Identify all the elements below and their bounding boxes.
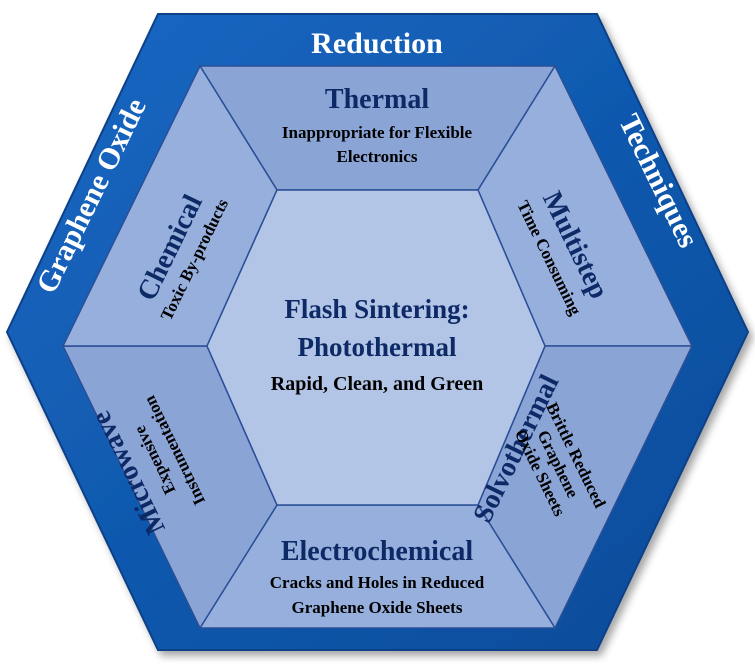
center-title-line1: Flash Sintering: (284, 294, 469, 324)
segment-top-line2: Electronics (337, 147, 418, 166)
center-title-line2: Photothermal (298, 332, 457, 362)
center-hexagon (206, 189, 546, 506)
center-subtitle: Rapid, Clean, and Green (271, 373, 483, 395)
segment-top-title: Thermal (325, 84, 429, 115)
ring-label-top: Reduction (311, 27, 443, 60)
segment-top-line1: Inappropriate for Flexible (282, 123, 473, 142)
segment-bottom-line1: Cracks and Holes in Reduced (270, 573, 485, 592)
segment-bottom-title: Electrochemical (281, 536, 474, 567)
segment-bottom-line2: Graphene Oxide Sheets (292, 598, 463, 617)
